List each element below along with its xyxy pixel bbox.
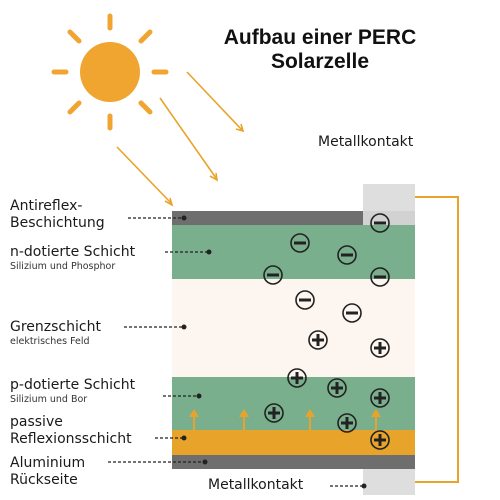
layer-junction bbox=[172, 279, 415, 377]
light-rays bbox=[116, 71, 245, 207]
sun-icon bbox=[51, 13, 169, 131]
metal-contact-bottom bbox=[363, 469, 415, 495]
layer-aluminium bbox=[172, 455, 415, 469]
metal-contact-top-label: Metallkontakt bbox=[318, 134, 414, 150]
positive-charges bbox=[264, 330, 390, 450]
label-antireflex: Antireflex- Beschichtung bbox=[10, 198, 105, 231]
reflection-arrows bbox=[189, 409, 381, 430]
leader-antireflex bbox=[128, 215, 187, 221]
leader-contact-bottom bbox=[330, 483, 367, 489]
light-ray-arrow bbox=[159, 97, 219, 182]
label-p-doped: p-dotierte Schicht Silizium und Bor bbox=[10, 377, 136, 405]
positive-charge-icon bbox=[327, 378, 347, 398]
negative-charges bbox=[263, 213, 390, 323]
positive-charge-icon bbox=[370, 388, 390, 408]
negative-charge-icon bbox=[290, 233, 310, 253]
title-line-2: Solarzelle bbox=[270, 50, 370, 73]
label-n-doped: n-dotierte Schicht Silizium und Phosphor bbox=[10, 244, 136, 272]
positive-charge-icon bbox=[370, 338, 390, 358]
metal-contact-bottom-label: Metallkontakt bbox=[208, 477, 304, 493]
reflection-arrow bbox=[189, 409, 199, 430]
leader-junction bbox=[124, 324, 187, 330]
negative-charge-icon bbox=[295, 290, 315, 310]
reflection-arrow bbox=[371, 409, 381, 430]
negative-charge-icon bbox=[263, 265, 283, 285]
leader-reflection bbox=[155, 435, 187, 441]
label-aluminium: Aluminium Rückseite bbox=[10, 455, 86, 488]
layer-antireflex bbox=[172, 211, 415, 225]
positive-charge-icon bbox=[337, 413, 357, 433]
light-ray-arrow bbox=[116, 146, 174, 207]
leader-p-doped bbox=[163, 393, 202, 399]
positive-charge-icon bbox=[308, 330, 328, 350]
leader-n-doped bbox=[165, 249, 212, 255]
negative-charge-icon bbox=[370, 267, 390, 287]
negative-charge-icon bbox=[370, 213, 390, 233]
layer-reflection bbox=[172, 430, 415, 455]
positive-charge-icon bbox=[287, 368, 307, 388]
label-junction: Grenzschicht elektrisches Feld bbox=[10, 319, 101, 347]
positive-charge-icon bbox=[370, 430, 390, 450]
metal-contact-top bbox=[363, 184, 415, 211]
leader-aluminium bbox=[108, 459, 208, 465]
positive-charge-icon bbox=[264, 403, 284, 423]
negative-charge-icon bbox=[337, 245, 357, 265]
circuit-wire bbox=[415, 196, 459, 483]
negative-charge-icon bbox=[342, 303, 362, 323]
title-line-1: Aufbau einer PERC bbox=[223, 26, 417, 49]
label-reflection: passive Reflexionsschicht bbox=[10, 414, 132, 447]
reflection-arrow bbox=[305, 409, 315, 430]
reflection-arrow bbox=[239, 409, 249, 430]
leader-lines bbox=[108, 215, 367, 489]
diagram-title: Aufbau einer PERC Solarzelle bbox=[190, 26, 450, 74]
light-ray-arrow bbox=[186, 71, 245, 133]
